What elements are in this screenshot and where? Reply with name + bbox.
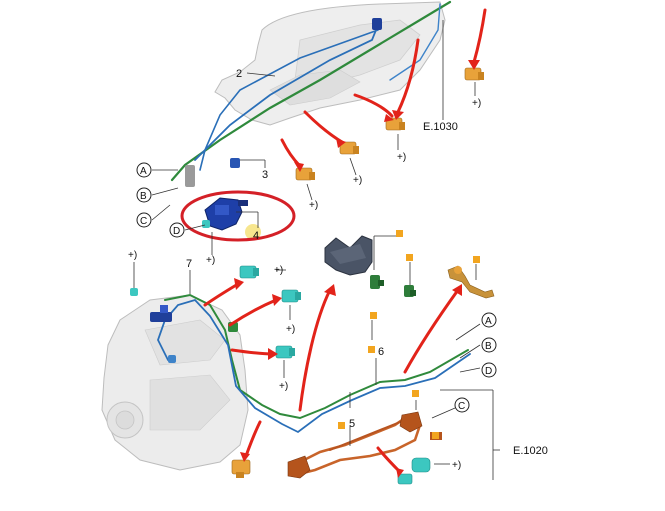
plus-label-8: +) (286, 324, 295, 335)
teal-connector-4 (411, 457, 431, 473)
teal-connector-3 (275, 345, 295, 359)
arrow-11 (244, 420, 262, 458)
teal-connector-1 (239, 265, 259, 279)
plus-label-4: +) (309, 200, 318, 211)
label-e1020: E.1020 (513, 445, 548, 457)
highlight-ring (180, 190, 296, 242)
connector-orange-3 (339, 141, 359, 155)
svg-text:A: A (485, 316, 492, 327)
label-part-3: 3 (262, 169, 268, 181)
upper-fuel-lines (170, 0, 452, 182)
upper-arrows (280, 8, 487, 168)
green-clips (370, 275, 416, 297)
label-part-4: 4 (253, 230, 259, 242)
lower-callout-c: C (454, 397, 470, 413)
arrow-6 (203, 282, 240, 307)
highlight-dot (245, 224, 261, 240)
label-part-7: 7 (186, 258, 192, 270)
svg-text:C: C (458, 401, 465, 412)
lower-leaders (133, 235, 500, 480)
label-part-2: 2 (236, 68, 242, 80)
arrow-7 (228, 298, 278, 327)
upper-callout-b: B (136, 187, 152, 203)
arrow-2 (396, 38, 420, 114)
lower-fuel-lines (157, 293, 471, 477)
lower-green-tube (164, 293, 469, 420)
lower-arrowheads (234, 278, 462, 478)
teal-connector-5 (397, 473, 413, 485)
svg-text:D: D (485, 366, 492, 377)
plus-label-2: +) (397, 152, 406, 163)
label-e1030: E.1030 (423, 121, 458, 133)
upper-callout-c: C (136, 212, 152, 228)
label-part-6: 6 (378, 346, 384, 358)
upper-connectors (295, 67, 484, 181)
arrow-5 (280, 138, 302, 168)
plus-label-7: +) (274, 265, 283, 276)
upper-arrowheads (294, 60, 480, 172)
engine-fittings (130, 288, 238, 363)
plus-label-10: +) (452, 460, 461, 471)
fuel-tank (214, 1, 446, 126)
upper-green-tube (170, 0, 452, 182)
orange-fitting-right (447, 265, 495, 299)
svg-text:B: B (140, 191, 147, 202)
upper-leaders (151, 20, 476, 255)
upper-blue-tube-3 (389, 3, 441, 81)
lower-callout-b: B (481, 337, 497, 353)
lower-callout-a: A (481, 312, 497, 328)
plus-label-5: +) (206, 255, 215, 266)
lower-blue-tube (157, 298, 471, 434)
lower-callout-d: D (481, 362, 497, 378)
svg-text:C: C (140, 216, 147, 227)
plus-label-9: +) (279, 381, 288, 392)
svg-text:A: A (140, 166, 147, 177)
svg-text:B: B (485, 341, 492, 352)
upper-callout-a: A (136, 162, 152, 178)
arrow-4 (303, 110, 344, 144)
arrow-1 (472, 8, 487, 64)
arrow-3 (353, 93, 394, 118)
svg-text:D: D (173, 226, 180, 237)
arrow-10 (403, 288, 460, 374)
plus-label-3: +) (353, 175, 362, 186)
square-markers (338, 230, 480, 439)
heat-shield-bracket (324, 235, 373, 276)
upper-blue-tube-1 (194, 19, 381, 161)
lower-arrows (203, 282, 460, 474)
connector-orange-2 (385, 117, 405, 131)
arrow-9 (298, 288, 332, 412)
connector-orange-1 (464, 67, 484, 81)
teal-connector-2 (281, 289, 301, 303)
upper-callout-d: D (169, 222, 185, 238)
plus-label-6: +) (128, 250, 137, 261)
engine-block (101, 294, 249, 471)
label-part-5: 5 (349, 418, 355, 430)
teal-connectors (239, 265, 431, 485)
pump-module-part-4[interactable] (202, 197, 261, 240)
plus-label-1: +) (472, 98, 481, 109)
orange-connector-bottom (231, 459, 251, 478)
upper-fittings (185, 18, 382, 187)
upper-blue-tube-2 (199, 29, 379, 171)
